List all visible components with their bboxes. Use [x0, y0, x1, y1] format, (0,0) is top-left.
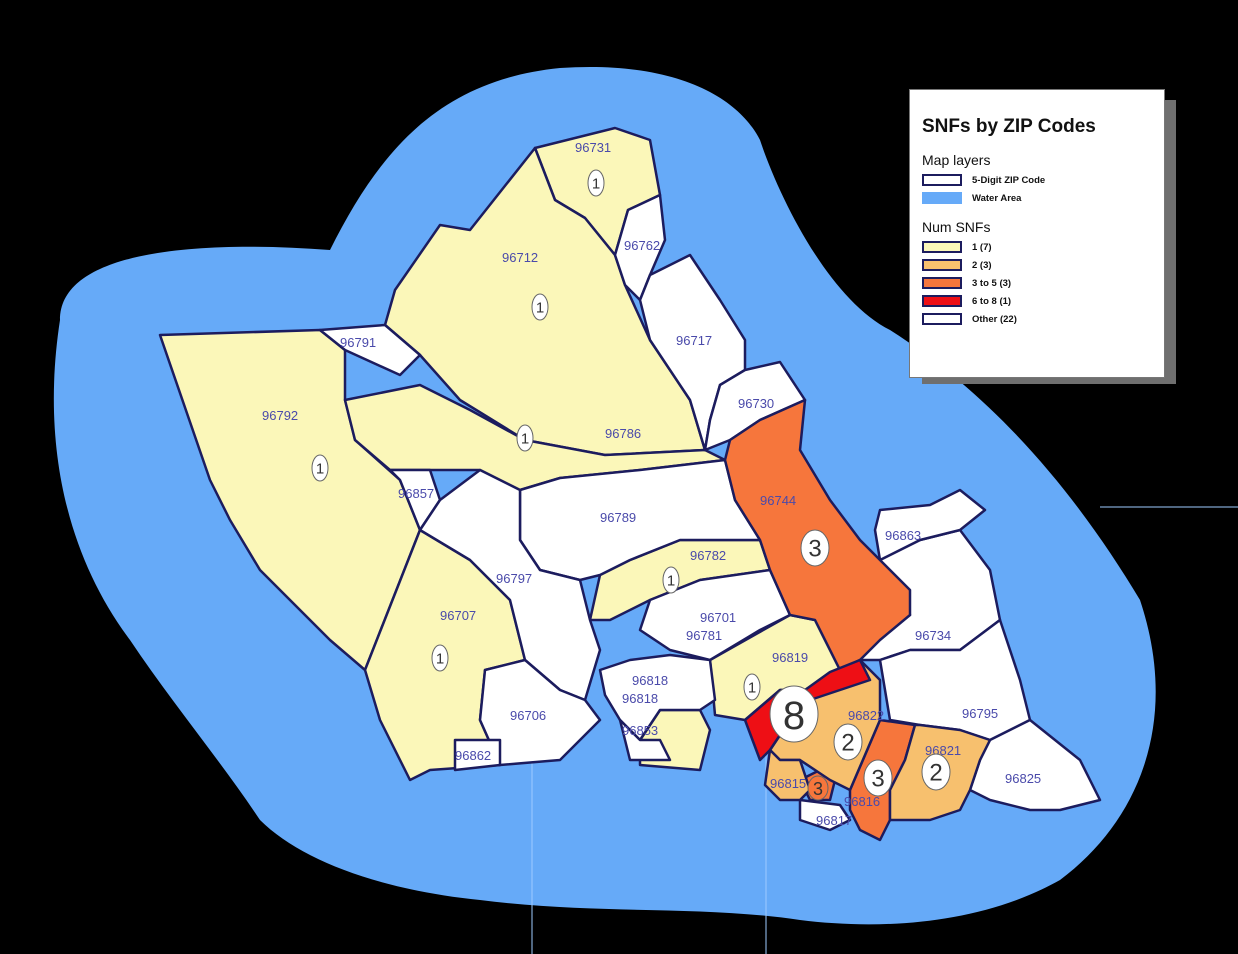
- count-marker: [516, 424, 534, 452]
- zip-label: 96818: [632, 673, 668, 688]
- legend-swatch: [922, 313, 962, 325]
- count-label: 1: [316, 461, 324, 478]
- zip-region-96818[interactable]: [598, 653, 717, 742]
- count-label: 8: [783, 694, 805, 738]
- legend-swatch: [922, 295, 962, 307]
- zip-label: 96762: [624, 238, 660, 253]
- count-marker: [863, 759, 893, 797]
- zip-label: 96862: [455, 748, 491, 763]
- legend-label: Water Area: [972, 192, 1022, 204]
- zip-label: 96781: [686, 628, 722, 643]
- count-label: 3: [808, 536, 821, 563]
- count-label: 3: [813, 779, 823, 799]
- zip-label: 96744: [760, 493, 796, 508]
- legend-class-5: Other (22): [922, 310, 1154, 328]
- legend-title: SNFs by ZIP Codes: [922, 116, 1096, 137]
- zip-label: 96825: [1005, 771, 1041, 786]
- count-marker: [769, 685, 819, 743]
- count-marker: [800, 529, 830, 567]
- zip-label: 96717: [676, 333, 712, 348]
- legend-class-1: 1 (7): [922, 238, 1154, 256]
- count-marker: [833, 723, 863, 761]
- zip-label: 96863: [885, 528, 921, 543]
- zip-region-96815[interactable]: [763, 748, 812, 802]
- legend-label: 1 (7): [972, 241, 992, 253]
- zip-label: 96822: [848, 708, 884, 723]
- legend-label: 2 (3): [972, 259, 992, 271]
- zip-region-96863-kaneohe[interactable]: [873, 488, 987, 562]
- zip-region-96863[interactable]: [453, 738, 502, 772]
- zip-label: 96815: [770, 776, 806, 791]
- legend-swatch: [922, 174, 962, 186]
- legend-swatch: [922, 259, 962, 271]
- count-marker: [807, 775, 829, 801]
- zip-label: 96707: [440, 608, 476, 623]
- legend-map-layers-heading: Map layers: [922, 152, 991, 168]
- legend-layer-water: Water Area: [922, 189, 1154, 207]
- zip-label: 96782: [690, 548, 726, 563]
- zip-label: 96706: [510, 708, 546, 723]
- zip-region-96853[interactable]: [618, 718, 672, 762]
- count-label: 3: [871, 766, 884, 793]
- legend-label: Other (22): [972, 313, 1017, 325]
- legend-swatch: [922, 192, 962, 204]
- legend-panel: SNFs by ZIP Codes Map layers 5-Digit ZIP…: [909, 89, 1165, 378]
- zip-label: 96817: [816, 813, 852, 828]
- count-marker: [921, 753, 951, 791]
- zip-label: 96795: [962, 706, 998, 721]
- zip-label: 96731: [575, 140, 611, 155]
- count-label: 1: [436, 651, 444, 668]
- count-label: 1: [592, 176, 600, 193]
- zip-label: 96730: [738, 396, 774, 411]
- zip-region-96817[interactable]: [798, 798, 852, 832]
- zip-label: 96734: [915, 628, 951, 643]
- zip-label: 96789: [600, 510, 636, 525]
- legend-swatch: [922, 241, 962, 253]
- legend-class-3: 3 to 5 (3): [922, 274, 1154, 292]
- zip-region-96762[interactable]: [613, 193, 667, 302]
- zip-label: 96853: [622, 723, 658, 738]
- legend-class-2: 2 (3): [922, 256, 1154, 274]
- count-marker: [587, 169, 605, 197]
- count-marker: [311, 454, 329, 482]
- count-label: 1: [536, 300, 544, 317]
- legend-num-heading: Num SNFs: [922, 219, 991, 235]
- legend-label: 5-Digit ZIP Code: [972, 174, 1046, 186]
- legend-label: 3 to 5 (3): [972, 277, 1012, 289]
- zip-region-96706[interactable]: [478, 658, 602, 767]
- zip-label: 96712: [502, 250, 538, 265]
- zip-label: 96816: [844, 794, 880, 809]
- zip-region-96797[interactable]: [418, 468, 602, 702]
- count-label: 1: [521, 431, 529, 448]
- zip-label: 96797: [496, 571, 532, 586]
- legend-label: 6 to 8 (1): [972, 295, 1012, 307]
- count-label: 1: [667, 573, 675, 590]
- zip-label: 96819: [772, 650, 808, 665]
- count-marker: [531, 293, 549, 321]
- count-marker: [743, 673, 761, 701]
- zip-region-96791[interactable]: [318, 323, 422, 377]
- zip-region-96701[interactable]: [638, 568, 792, 662]
- count-marker: [431, 644, 449, 672]
- count-label: 2: [841, 730, 854, 757]
- count-marker: [662, 566, 680, 594]
- zip-label: 96701: [700, 610, 736, 625]
- zip-label: 96857: [398, 486, 434, 501]
- zip-label: 96792: [262, 408, 298, 423]
- count-label: 2: [929, 760, 942, 787]
- zip-label: 96791: [340, 335, 376, 350]
- zip-region-96825[interactable]: [968, 718, 1102, 812]
- legend-swatch: [922, 277, 962, 289]
- zip-label: 96786: [605, 426, 641, 441]
- legend-class-4: 6 to 8 (1): [922, 292, 1154, 310]
- zip-label: 96818: [622, 691, 658, 706]
- legend-layer-zip: 5-Digit ZIP Code: [922, 171, 1154, 189]
- count-label: 1: [748, 680, 756, 697]
